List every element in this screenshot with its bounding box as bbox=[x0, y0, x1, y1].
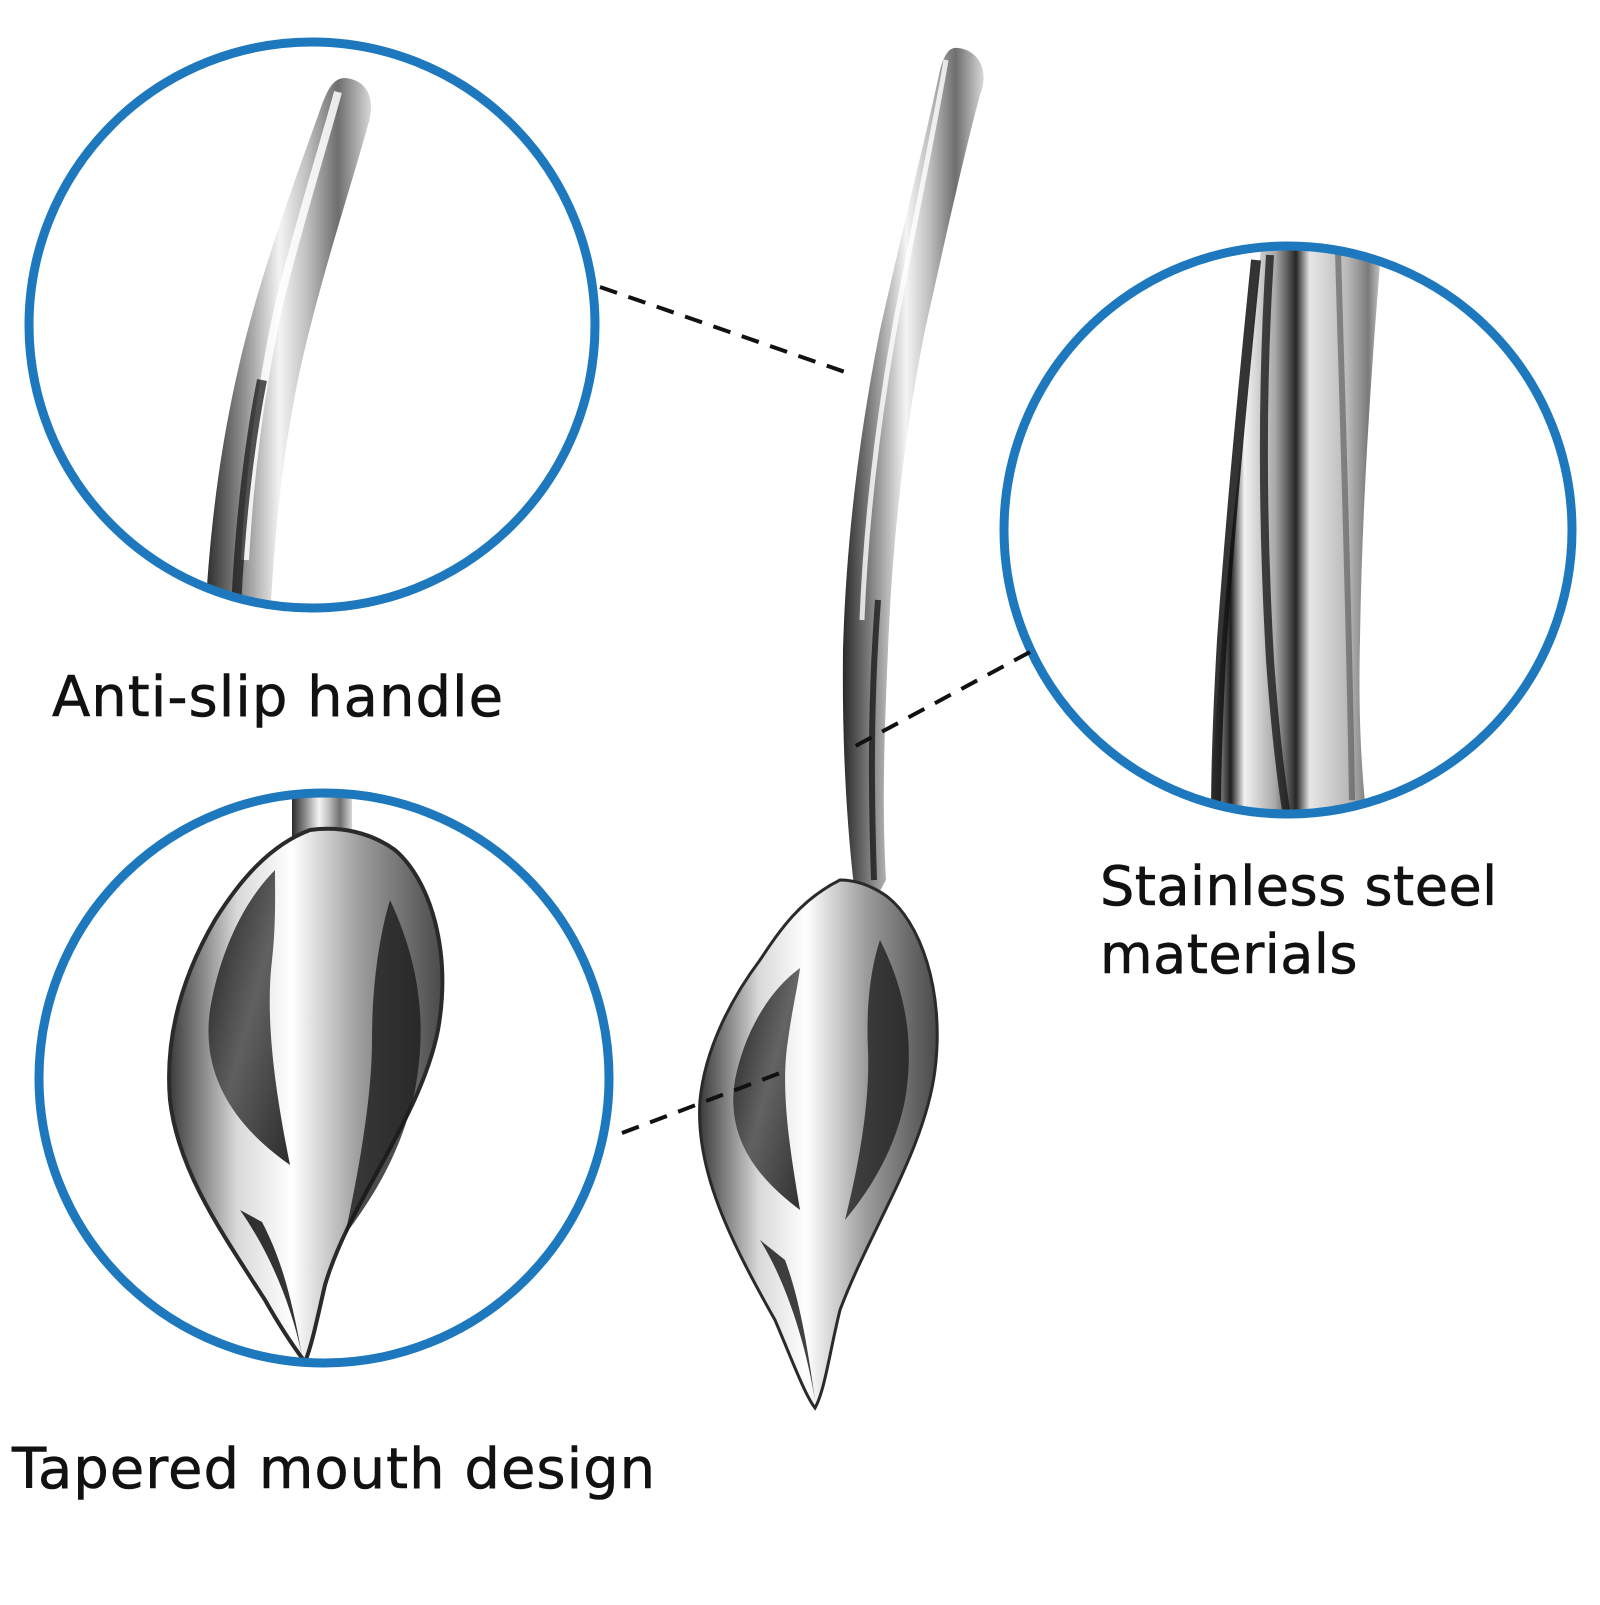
leader-line-steel bbox=[847, 650, 1031, 752]
leader-line-handle bbox=[599, 285, 846, 374]
label-stainless-steel: Stainless steel materials bbox=[1100, 855, 1498, 986]
zoom-circle-mouth bbox=[34, 788, 614, 1368]
circle-border bbox=[24, 37, 600, 613]
label-stainless-steel-line1: Stainless steel bbox=[1100, 855, 1498, 918]
spoon-image bbox=[698, 47, 984, 1411]
label-stainless-steel-line2: materials bbox=[1100, 923, 1359, 986]
zoom-circle-handle bbox=[24, 37, 600, 613]
label-tapered-mouth: Tapered mouth design bbox=[12, 1437, 657, 1502]
circle-border bbox=[34, 788, 614, 1368]
circle-border bbox=[999, 241, 1577, 819]
zoom-circle-steel bbox=[999, 241, 1577, 819]
label-anti-slip-handle: Anti-slip handle bbox=[52, 665, 505, 730]
